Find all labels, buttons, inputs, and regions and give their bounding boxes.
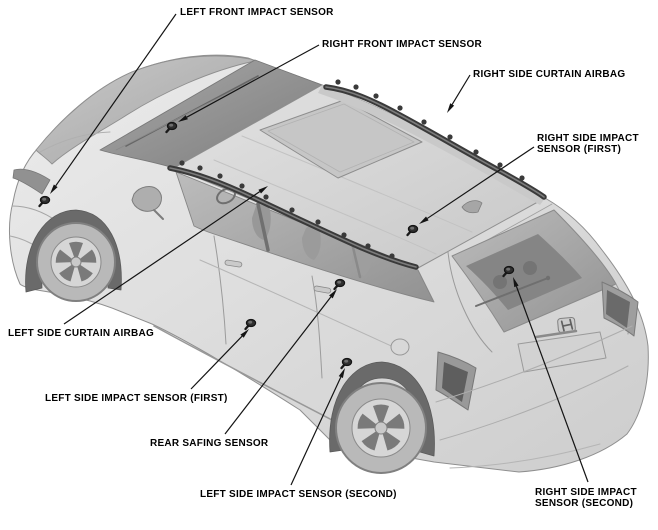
rear-door-seam bbox=[311, 275, 323, 379]
right-side-impact-sensor-second-dot bbox=[502, 265, 515, 278]
left-front-impact-sensor-callout: LEFT FRONT IMPACT SENSOR bbox=[50, 7, 334, 194]
right-front-impact-sensor-callout: RIGHT FRONT IMPACT SENSOR bbox=[178, 39, 482, 122]
left-side-curtain-airbag-callout: LEFT SIDE CURTAIN AIRBAG bbox=[8, 186, 268, 339]
front-door-handle bbox=[224, 259, 243, 268]
curtain-airbags-layer bbox=[167, 79, 547, 270]
rear-left-wheel bbox=[329, 361, 435, 474]
rear-headrest-2 bbox=[523, 261, 537, 275]
left-front-impact-sensor-label: LEFT FRONT IMPACT SENSOR bbox=[180, 7, 334, 18]
right-front-impact-sensor-leader-line bbox=[186, 44, 320, 118]
sensors-layer bbox=[38, 121, 515, 370]
right-side-impact-sensor-first-leader-line bbox=[426, 146, 535, 219]
right-front-impact-sensor-dot bbox=[165, 121, 178, 134]
right-side-curtain-airbag-callout: RIGHT SIDE CURTAIN AIRBAG bbox=[447, 69, 625, 113]
left-side-impact-sensor-first-arrowhead-icon bbox=[240, 329, 249, 338]
right-shoulder bbox=[318, 85, 545, 205]
left-side-impact-sensor-first-dot bbox=[244, 318, 257, 331]
rear-light-right bbox=[601, 281, 639, 337]
fuel-door bbox=[390, 338, 410, 356]
right-side-impact-sensor-second-leader-line bbox=[515, 286, 589, 483]
bumper-crease-2 bbox=[439, 365, 629, 441]
headlight bbox=[12, 168, 51, 195]
character-line bbox=[199, 259, 401, 351]
rear-safing-sensor-dot bbox=[333, 278, 346, 291]
rocker-line bbox=[153, 325, 333, 421]
c-pillar-divider bbox=[350, 241, 362, 279]
right-front-impact-sensor-label: RIGHT FRONT IMPACT SENSOR bbox=[322, 39, 482, 50]
rear-safing-sensor-leader-line bbox=[224, 296, 332, 435]
rear-seat bbox=[352, 245, 371, 276]
rear-safing-sensor-label: REAR SAFING SENSOR bbox=[150, 438, 269, 449]
bumper-crease-1 bbox=[435, 325, 633, 403]
left-side-impact-sensor-second-leader-line bbox=[290, 376, 342, 486]
rear-interior bbox=[466, 234, 582, 310]
mirror-arm bbox=[153, 209, 164, 220]
right-side-curtain-airbag-arrowhead-icon bbox=[447, 103, 455, 113]
bumper-lower-edge bbox=[449, 443, 601, 469]
sunroof-inner-line bbox=[267, 103, 415, 173]
tailgate-seam-left bbox=[447, 251, 493, 353]
rear-door-handle bbox=[313, 285, 332, 294]
left-side-impact-sensor-second-arrowhead-icon bbox=[338, 368, 345, 379]
left-side-impact-sensor-first-label: LEFT SIDE IMPACT SENSOR (FIRST) bbox=[45, 393, 228, 404]
rear-safing-sensor-arrowhead-icon bbox=[329, 289, 337, 299]
hood bbox=[35, 55, 256, 165]
b-pillar bbox=[256, 202, 270, 252]
side-mirror bbox=[131, 186, 162, 212]
right-side-impact-sensor-second-arrowhead-icon bbox=[513, 277, 519, 288]
antenna-fin-icon bbox=[461, 200, 483, 214]
left-side-impact-sensor-second-dot bbox=[340, 357, 353, 370]
left-side-impact-sensor-first-leader-line bbox=[190, 335, 243, 390]
callouts-layer: LEFT FRONT IMPACT SENSOR RIGHT FRONT IMPA… bbox=[8, 7, 639, 509]
vehicle-illustration bbox=[9, 54, 649, 474]
right-side-impact-sensor-first-arrowhead-icon bbox=[419, 216, 429, 224]
left-side-curtain-airbag-arrowhead-icon bbox=[258, 186, 268, 194]
left-side-curtain-airbag-tube bbox=[167, 160, 419, 270]
tailgate-handle bbox=[534, 329, 578, 339]
left-side-impact-sensor-second-label: LEFT SIDE IMPACT SENSOR (SECOND) bbox=[200, 489, 397, 500]
rear-safing-sensor-callout: REAR SAFING SENSOR bbox=[150, 289, 337, 449]
roof-seam-2 bbox=[241, 135, 473, 233]
left-side-impact-sensor-second-callout: LEFT SIDE IMPACT SENSOR (SECOND) bbox=[200, 368, 397, 500]
front-left-wheel bbox=[25, 209, 122, 302]
fender-crease-line bbox=[39, 131, 111, 153]
left-side-curtain-airbag-leader-line bbox=[63, 191, 261, 325]
middle-seat bbox=[302, 225, 321, 260]
left-front-impact-sensor-arrowhead-icon bbox=[50, 184, 58, 194]
right-side-curtain-airbag-leader-line bbox=[451, 74, 471, 105]
rear-light-left bbox=[435, 351, 477, 411]
rear-headrest-1 bbox=[493, 275, 507, 289]
right-front-impact-sensor-arrowhead-icon bbox=[178, 115, 188, 122]
right-side-curtain-airbag-label: RIGHT SIDE CURTAIN AIRBAG bbox=[473, 69, 625, 80]
rear-wiper bbox=[475, 277, 549, 307]
left-front-impact-sensor-leader-line bbox=[55, 13, 177, 187]
roof-seam-1 bbox=[213, 159, 437, 255]
left-side-curtain-airbag-label: LEFT SIDE CURTAIN AIRBAG bbox=[8, 328, 154, 339]
left-front-impact-sensor-dot bbox=[38, 195, 51, 208]
license-plate-recess bbox=[517, 331, 607, 373]
right-side-curtain-airbag-tube bbox=[323, 79, 547, 200]
wiper-line-2 bbox=[115, 83, 247, 151]
left-side-impact-sensor-first-callout: LEFT SIDE IMPACT SENSOR (FIRST) bbox=[45, 329, 249, 404]
front-door-seam bbox=[213, 235, 227, 345]
right-side-impact-sensor-first-dot bbox=[406, 224, 419, 237]
